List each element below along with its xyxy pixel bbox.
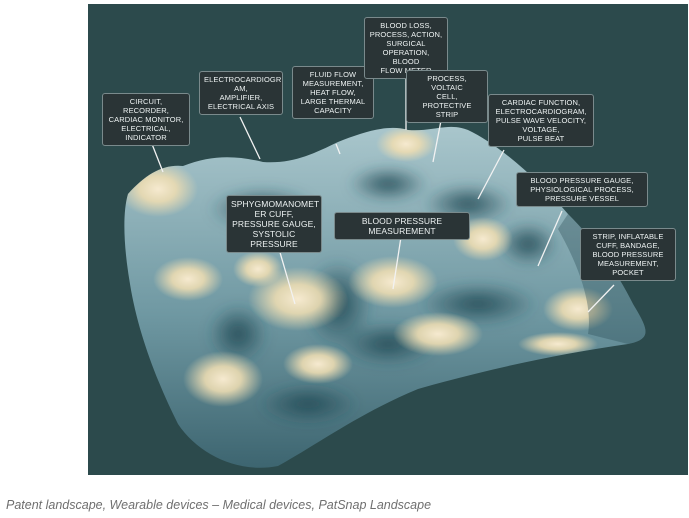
topic-label-circuit: CIRCUIT, RECORDER, CARDIAC MONITOR, ELEC… (102, 93, 190, 146)
topic-label-sphygmomanometer: SPHYGMOMANOMET ER CUFF, PRESSURE GAUGE, … (226, 195, 322, 253)
landscape-view: CIRCUIT, RECORDER, CARDIAC MONITOR, ELEC… (88, 4, 688, 475)
figure-caption: Patent landscape, Wearable devices – Med… (6, 498, 432, 512)
topic-label-electrocardiogram: ELECTROCARDIOGR AM, AMPLIFIER, ELECTRICA… (199, 71, 283, 115)
topic-label-fluid-flow: FLUID FLOW MEASUREMENT, HEAT FLOW, LARGE… (292, 66, 374, 119)
topic-label-bp-gauge: BLOOD PRESSURE GAUGE, PHYSIOLOGICAL PROC… (516, 172, 648, 207)
topic-label-bp-measurement: BLOOD PRESSURE MEASUREMENT (334, 212, 470, 240)
topic-label-blood-loss: BLOOD LOSS, PROCESS, ACTION, SURGICAL OP… (364, 17, 448, 79)
topic-label-inflatable-cuff: STRIP, INFLATABLE CUFF, BANDAGE, BLOOD P… (580, 228, 676, 281)
topic-label-voltaic-cell: PROCESS, VOLTAIC CELL, PROTECTIVE STRIP (406, 70, 488, 123)
topic-label-cardiac-function: CARDIAC FUNCTION, ELECTROCARDIOGRAM, PUL… (488, 94, 594, 147)
